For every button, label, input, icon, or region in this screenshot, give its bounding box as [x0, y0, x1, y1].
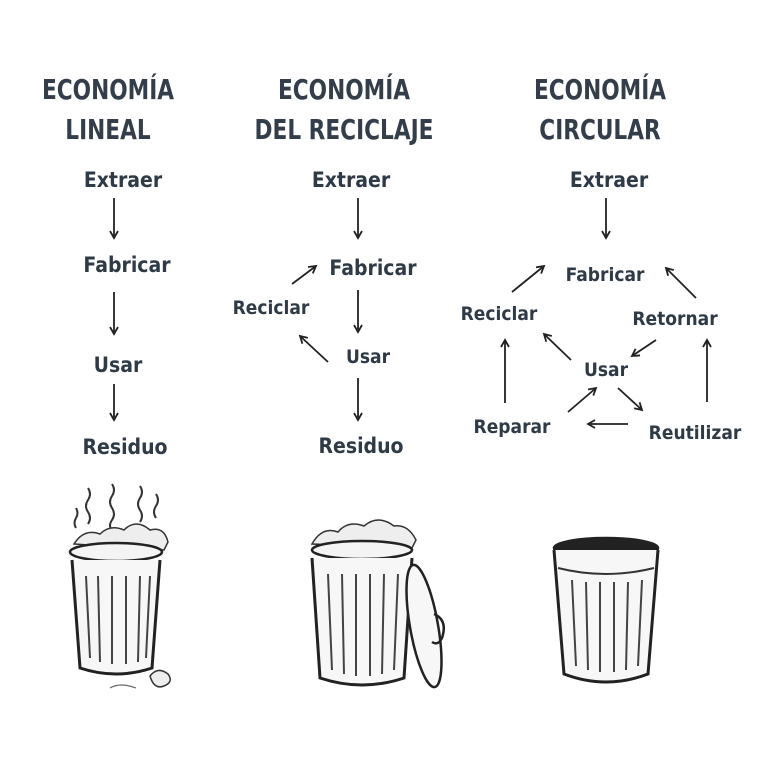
step-residuo: Residuo [318, 434, 404, 458]
empty-trash-can-icon [552, 536, 660, 684]
step-usar: Usar [583, 359, 629, 381]
step-reutilizar: Reutilizar [648, 422, 742, 444]
title-line2: LINEAL [65, 113, 151, 146]
full-trash-can-open-lid-icon [310, 519, 445, 689]
step-residuo: Residuo [82, 435, 168, 459]
step-reparar: Reparar [473, 416, 551, 438]
title-line1: ECONOMÍA [41, 73, 175, 106]
title-line2: DEL RECICLAJE [254, 113, 434, 146]
arrow-up-left-icon [298, 334, 329, 363]
step-retornar: Retornar [632, 308, 718, 330]
step-fabricar: Fabricar [565, 264, 645, 286]
title-linear-economy: ECONOMÍA LINEAL [15, 70, 201, 150]
title-recycling-economy: ECONOMÍA DEL RECICLAJE [239, 70, 449, 150]
step-usar: Usar [93, 353, 143, 377]
arrow-up-left-icon [664, 266, 697, 299]
title-circular-economy: ECONOMÍA CIRCULAR [505, 70, 694, 150]
overflowing-trash-can-icon [68, 483, 171, 689]
arrow-up-left-icon [542, 332, 572, 361]
step-usar: Usar [345, 346, 391, 368]
title-line2: CIRCULAR [539, 113, 661, 146]
step-extraer: Extraer [83, 168, 163, 192]
arrow-up-right-icon [291, 264, 318, 285]
title-line1: ECONOMÍA [533, 73, 667, 106]
step-extraer: Extraer [569, 168, 649, 192]
arrow-up-right-icon [511, 264, 546, 293]
step-fabricar: Fabricar [329, 256, 417, 280]
step-reciclar: Reciclar [460, 303, 538, 325]
arrow-up-right-icon [567, 386, 598, 413]
arrow-down-right-icon [617, 387, 644, 412]
step-reciclar: Reciclar [232, 297, 310, 319]
step-extraer: Extraer [311, 168, 391, 192]
title-line1: ECONOMÍA [277, 73, 411, 106]
step-fabricar: Fabricar [83, 253, 171, 277]
arrow-down-left-icon [630, 339, 657, 358]
